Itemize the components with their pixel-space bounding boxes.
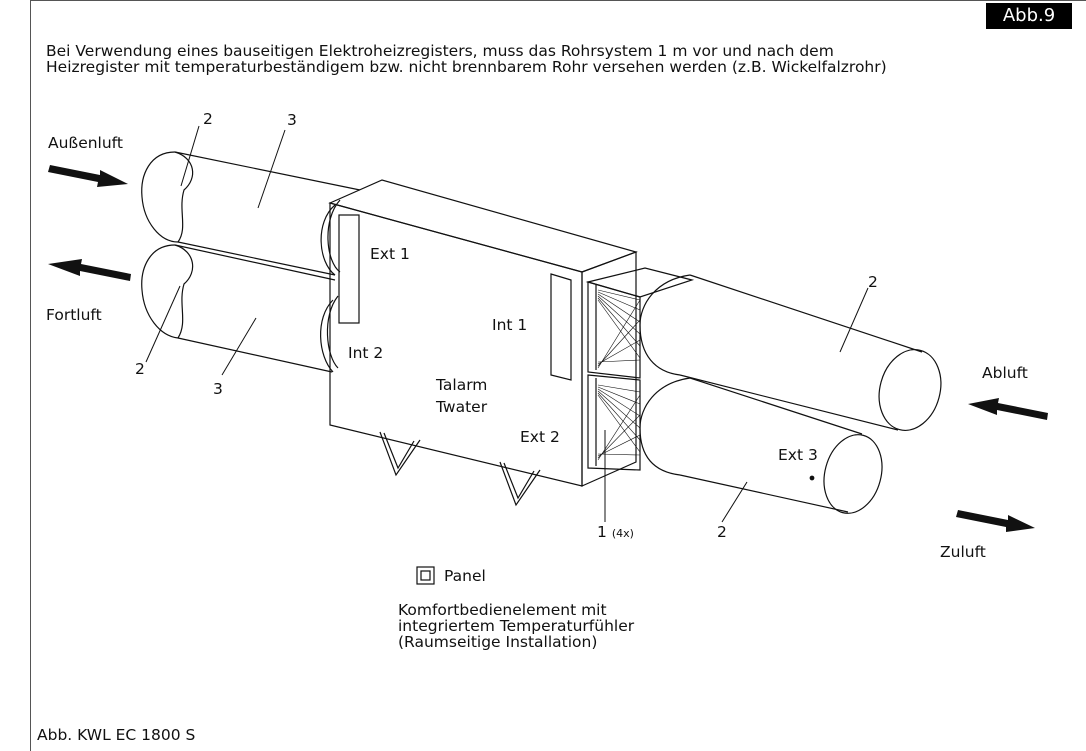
unit-housing: [328, 179, 695, 507]
connector-int2: Int 2: [348, 344, 384, 362]
callout-1-exchanger: 1 (4x): [597, 523, 634, 543]
duct-extract-air: [639, 274, 942, 431]
callout-2-bottom-right: 2: [717, 523, 727, 541]
arrow-extract-air: [968, 398, 1048, 420]
panel-desc-line-1: Komfortbedienelement mit: [398, 601, 607, 619]
figure-caption: Abb. KWL EC 1800 S: [37, 726, 196, 744]
connector-ext3: Ext 3: [778, 446, 818, 464]
duct-outdoor-air: [141, 151, 361, 276]
arrow-exhaust-out: [48, 259, 131, 281]
arrow-supply-air: [956, 510, 1035, 532]
connector-ext2: Ext 2: [520, 428, 560, 446]
note-line-1: Bei Verwendung eines bauseitigen Elektro…: [46, 42, 834, 60]
callout-1-number: 1: [597, 523, 607, 541]
connector-ext1: Ext 1: [370, 245, 410, 263]
label-extract-air: Abluft: [982, 364, 1028, 382]
note-line-2: Heizregister mit temperaturbeständigem b…: [46, 58, 887, 76]
figure-tag: Abb.9: [986, 3, 1072, 29]
panel-desc-line-2: integriertem Temperaturfühler: [398, 617, 635, 635]
installation-note: Bei Verwendung eines bauseitigen Elektro…: [46, 43, 887, 75]
arrow-outdoor-air: [48, 165, 128, 187]
callout-3-bottom-left: 3: [213, 380, 223, 398]
callout-2-top-right: 2: [868, 273, 878, 291]
connector-int1: Int 1: [492, 316, 528, 334]
callout-3-top-left: 3: [287, 111, 297, 129]
callout-1-count: (4x): [611, 527, 634, 540]
duct-supply-air: [639, 377, 883, 514]
panel-desc-line-3: (Raumseitige Installation): [398, 633, 598, 651]
sensor-talarm: Talarm: [436, 376, 488, 394]
label-exhaust-out: Fortluft: [46, 306, 102, 324]
callout-2-bottom-left: 2: [135, 360, 145, 378]
figure-frame: [30, 0, 1086, 751]
label-outdoor-air: Außenluft: [48, 134, 123, 152]
duct-exhaust-out: [141, 244, 339, 373]
panel-description: Komfortbedienelement mit integriertem Te…: [398, 602, 634, 650]
panel-icon: [416, 566, 435, 585]
sensor-twater: Twater: [436, 398, 488, 416]
label-supply-air: Zuluft: [940, 543, 986, 561]
panel-label: Panel: [444, 567, 486, 585]
callout-2-top-left: 2: [203, 110, 213, 128]
leader-lines: [145, 125, 869, 523]
